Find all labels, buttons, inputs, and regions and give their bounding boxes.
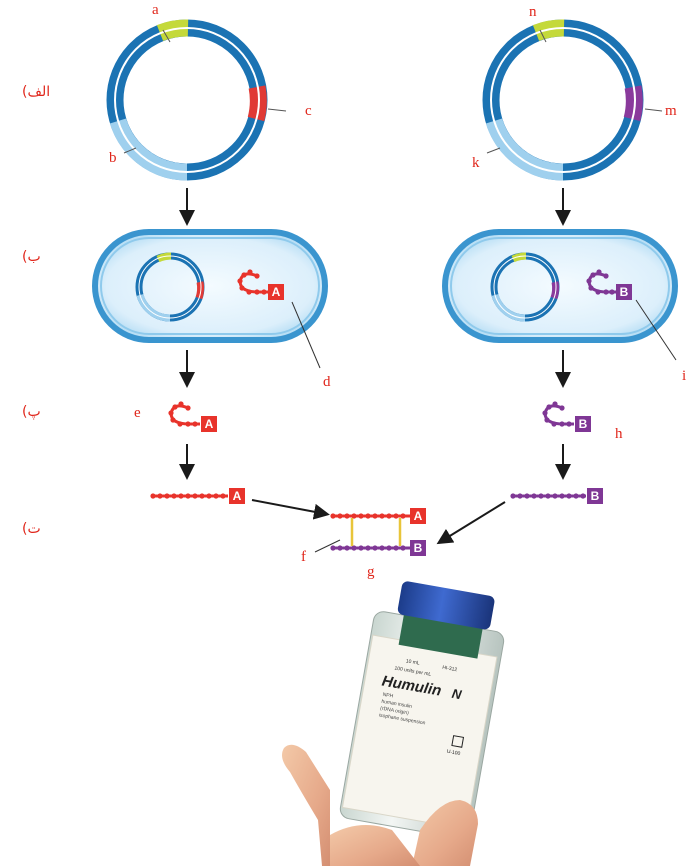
protein-chain-a-folded-cell xyxy=(237,269,284,300)
protein-chain-b-folded-cell xyxy=(586,269,632,300)
label-f: f xyxy=(301,549,306,565)
label-b: b xyxy=(109,150,117,166)
label-h: h xyxy=(615,426,623,442)
plasmid-left xyxy=(106,19,268,181)
protein-chain-a-folded xyxy=(168,401,217,432)
chain-letter-b-linear: B xyxy=(590,489,600,503)
stage-label-te: ت) xyxy=(22,521,41,537)
label-m: m xyxy=(665,103,677,119)
label-n: n xyxy=(529,4,537,20)
chain-letter-a-linear: A xyxy=(232,489,242,503)
label-a: a xyxy=(152,2,159,18)
label-e: e xyxy=(134,405,141,421)
chain-letter-b-folded: B xyxy=(578,417,588,431)
label-c: c xyxy=(305,103,312,119)
chain-letter-a-insulin: A xyxy=(413,509,423,523)
vial-desc1: NPH xyxy=(382,692,394,700)
chain-letter-a-folded: A xyxy=(204,417,214,431)
label-g: g xyxy=(367,564,375,580)
bacterial-cell-left xyxy=(92,229,328,343)
label-k: k xyxy=(472,155,480,171)
insulin-molecule xyxy=(330,508,426,556)
protein-chain-b-folded xyxy=(542,401,591,432)
bacterial-cell-right xyxy=(442,229,678,343)
vial-desc2: human insulin xyxy=(381,699,413,710)
label-i: i xyxy=(682,368,687,384)
chain-letter-b-cell: B xyxy=(619,285,629,299)
vial-volume: 10 mL xyxy=(405,658,420,666)
label-d: d xyxy=(323,374,331,390)
vial-variant: N xyxy=(451,686,463,703)
vial-code: HI-312 xyxy=(442,665,458,674)
stage-label-be: ب) xyxy=(22,249,41,265)
vial-badge: U-100 xyxy=(446,749,461,757)
vial-desc3: (rDNA origin) xyxy=(380,706,410,717)
protein-chain-a-linear xyxy=(150,488,245,504)
chain-letter-b-insulin: B xyxy=(413,541,423,555)
chain-letter-a-cell: A xyxy=(271,285,281,299)
plasmid-right xyxy=(482,19,644,181)
protein-chain-b-linear xyxy=(510,488,603,504)
insulin-vial-photo: 10 mL HI-312 100 units per mL Humulin N … xyxy=(282,581,505,866)
stage-label-alef: الف) xyxy=(22,84,51,100)
stage-label-pe: پ) xyxy=(22,404,41,420)
